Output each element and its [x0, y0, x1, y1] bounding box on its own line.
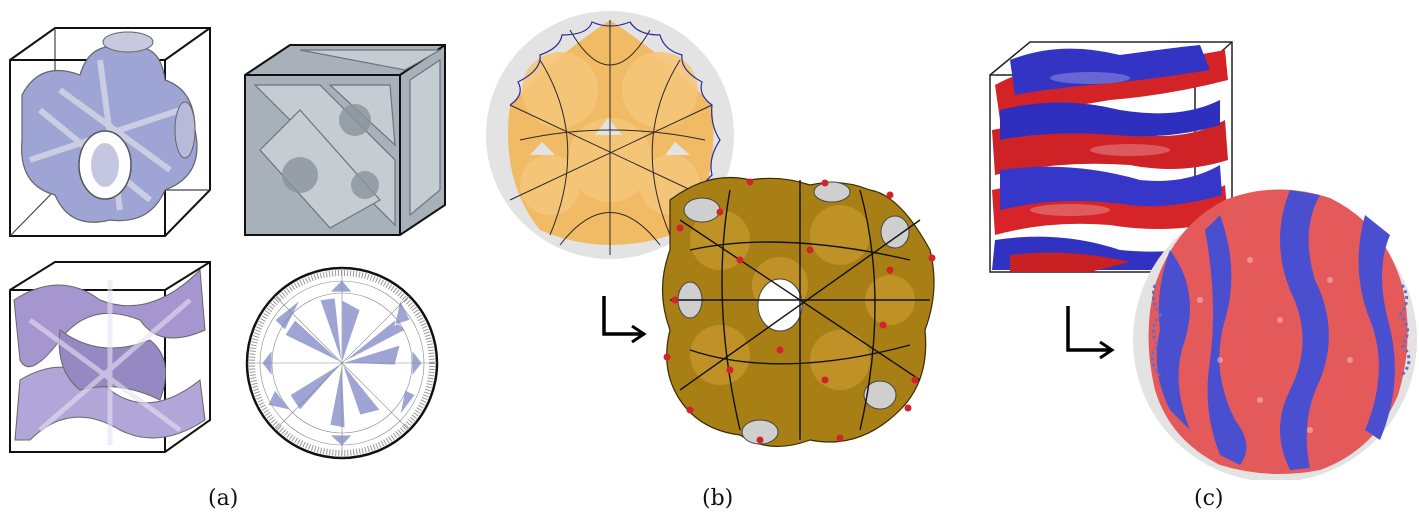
disc-packing-disk [486, 11, 734, 259]
caption-a: (a) [208, 486, 239, 511]
red-blue-cube [989, 41, 1233, 273]
panel-a-graphics [9, 27, 446, 460]
arrow-b [602, 296, 647, 344]
panel-c-graphics [989, 41, 1417, 480]
panel-b-graphics [486, 11, 936, 448]
panel-a: (a) [0, 0, 480, 511]
hyperbolic-tiling-disk [245, 266, 439, 460]
d-surface-cube [244, 44, 446, 236]
gyroid-cube [9, 261, 211, 453]
caption-c: (c) [1194, 486, 1224, 511]
schwarz-p-cube [9, 27, 211, 237]
caption-b: (b) [702, 486, 734, 511]
disc-packed-surface [661, 177, 936, 448]
red-blue-disk [1133, 189, 1417, 480]
arrow-c [1066, 306, 1115, 360]
panel-b: (b) [480, 0, 970, 511]
panel-c: (c) [970, 0, 1419, 511]
